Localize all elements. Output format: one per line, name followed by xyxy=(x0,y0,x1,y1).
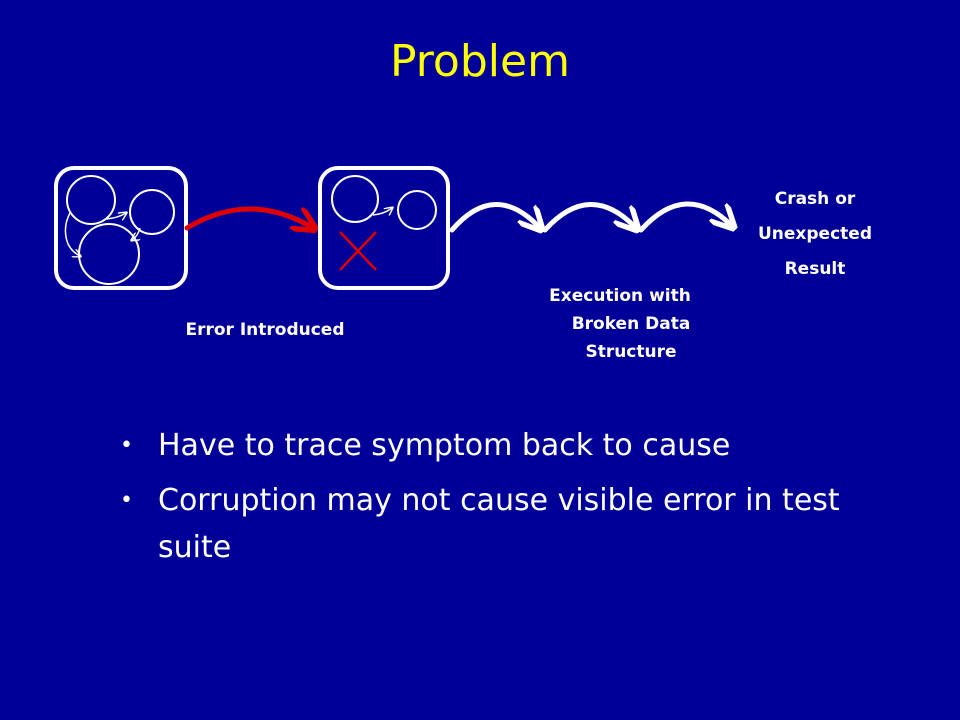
bullet-item: Corruption may not cause visible error i… xyxy=(112,477,872,571)
pointer-arrow xyxy=(132,227,141,240)
pointer-arrow xyxy=(105,213,126,219)
slide-title: Problem xyxy=(390,36,570,87)
crash-label-line: Crash or xyxy=(774,189,856,209)
broken-structure-box xyxy=(318,166,450,290)
node-circle xyxy=(129,189,175,235)
crash-label-line: Result xyxy=(784,259,846,279)
crash-label-line: Unexpected xyxy=(757,224,872,244)
execution-arrow xyxy=(638,201,732,230)
error-introduced-label: Error Introduced xyxy=(185,320,345,340)
broken-node-mark xyxy=(339,231,377,271)
bullet-item: Have to trace symptom back to cause xyxy=(112,422,872,469)
execution-label: Execution with Broken Data Structure xyxy=(500,282,740,366)
execution-arrow xyxy=(449,202,540,230)
execution-label-line: Structure xyxy=(585,342,677,362)
node-circle xyxy=(331,175,379,223)
execution-label-line: Broken Data xyxy=(571,314,691,334)
intact-structure-box xyxy=(54,166,188,290)
pointer-arrow xyxy=(372,208,392,215)
crash-label: Crash or Unexpected Result xyxy=(730,182,900,287)
execution-label-line: Execution with xyxy=(549,286,691,306)
node-circle xyxy=(397,190,437,230)
error-arrow xyxy=(184,206,313,228)
bullet-list: Have to trace symptom back to cause Corr… xyxy=(112,422,872,579)
node-circle xyxy=(78,223,140,285)
node-circle xyxy=(66,175,116,225)
pointer-arrow xyxy=(64,212,80,256)
execution-arrow xyxy=(542,202,636,230)
